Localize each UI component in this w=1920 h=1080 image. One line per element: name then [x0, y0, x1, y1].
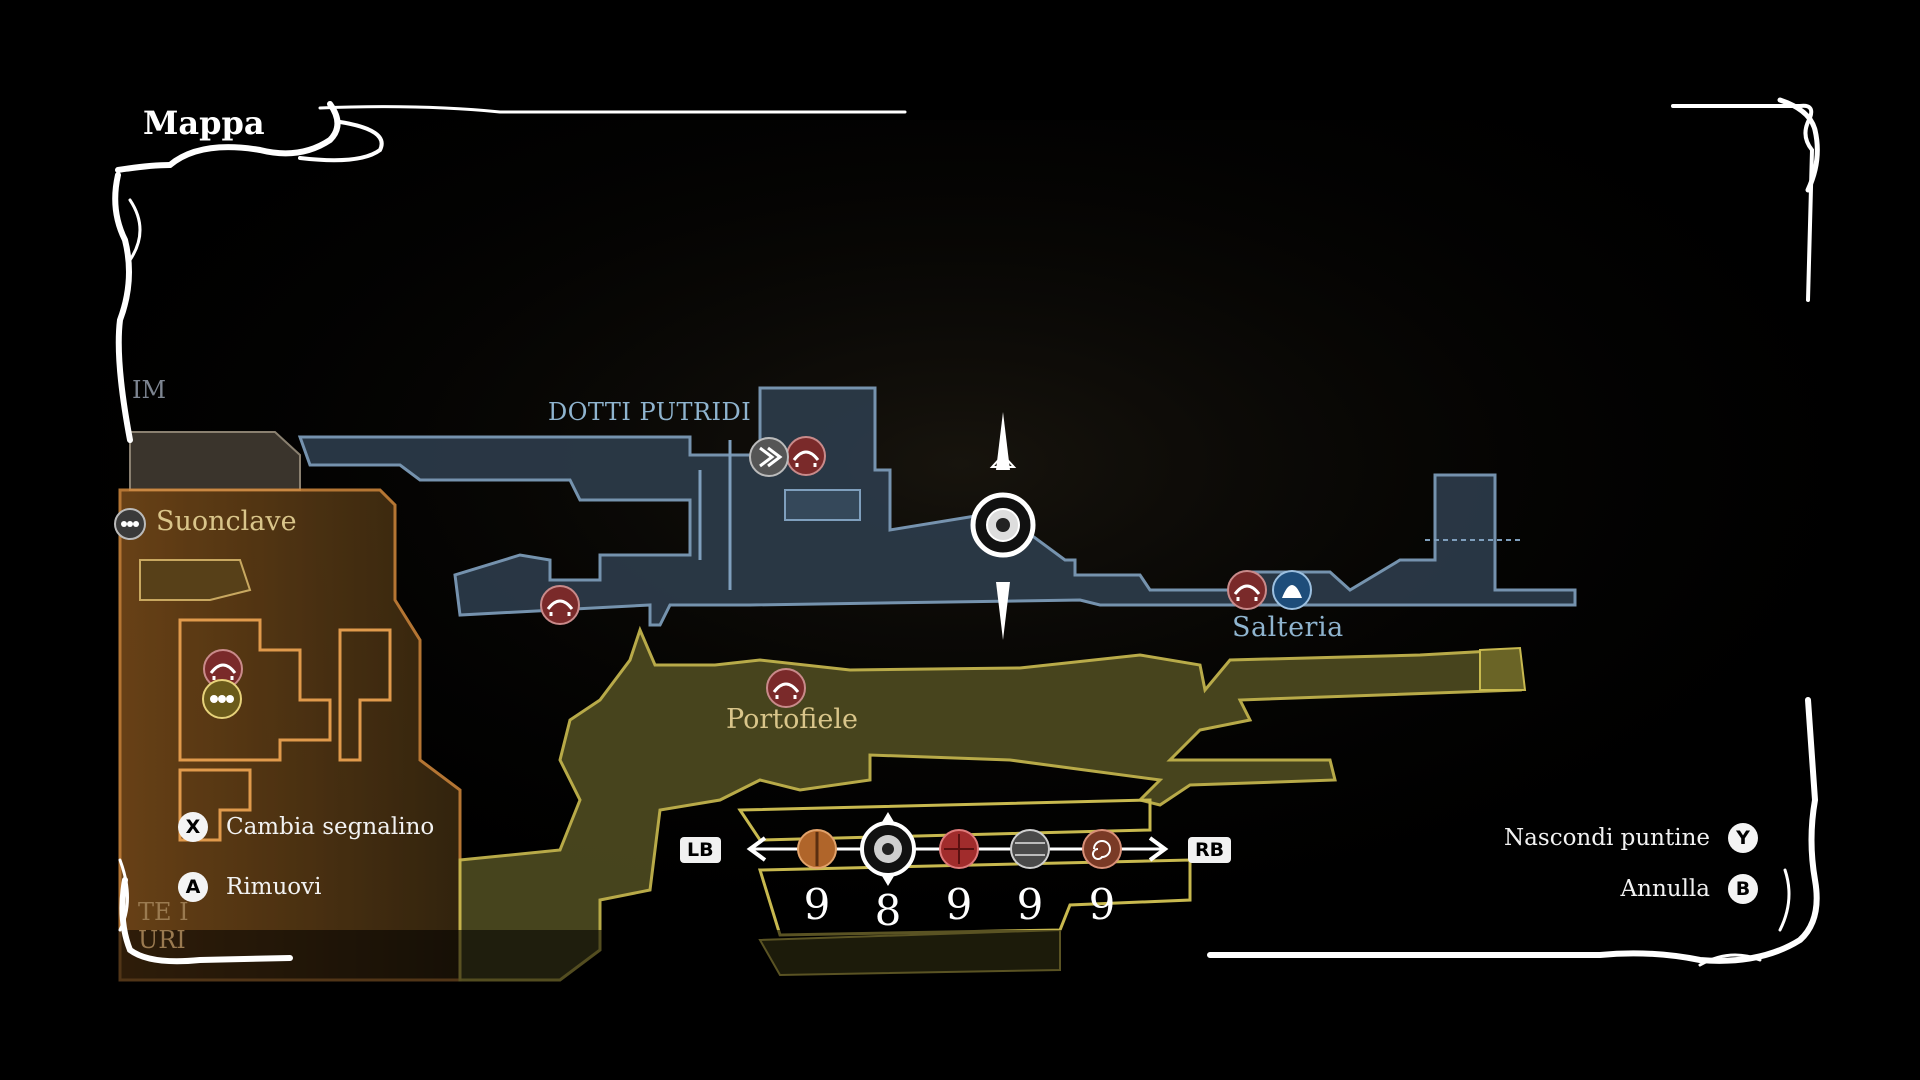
bellway-pin-icon — [114, 508, 146, 540]
red-marker-icon — [939, 829, 979, 869]
bench-pin-icon — [1227, 570, 1267, 610]
marker-count: 9 — [1088, 880, 1116, 929]
silver-marker-icon — [1010, 829, 1050, 869]
region-label-suonclave: Suonclave — [156, 506, 297, 537]
b-button-icon: B — [1728, 874, 1758, 904]
vendor-pin-icon — [1272, 570, 1312, 610]
area-tan — [129, 431, 301, 491]
bench-pin-icon — [540, 585, 580, 625]
marker-count-selected: 8 — [874, 886, 902, 935]
hint-hide-pins[interactable]: Nascondi puntine Y — [1504, 823, 1758, 853]
rb-button[interactable]: RB — [1188, 837, 1232, 863]
marker-count: 9 — [945, 880, 973, 929]
lb-button[interactable]: LB — [680, 837, 721, 863]
page-title: Mappa — [143, 104, 265, 142]
a-button-icon: A — [178, 872, 208, 902]
bench-pin-icon — [766, 668, 806, 708]
hint-cancel-label: Annulla — [1620, 876, 1710, 902]
player-compass-icon — [970, 412, 1036, 640]
region-label-portofiele: Portofiele — [726, 704, 858, 735]
x-button-icon: X — [178, 812, 208, 842]
hint-remove[interactable]: A Rimuovi — [178, 872, 322, 902]
hint-hide-pins-label: Nascondi puntine — [1504, 825, 1710, 851]
marker-count: 9 — [1016, 880, 1044, 929]
hint-remove-label: Rimuovi — [226, 874, 322, 900]
marker-count: 9 — [803, 880, 831, 929]
area-blue — [297, 386, 1577, 627]
hint-cancel[interactable]: Annulla B — [1621, 874, 1758, 904]
hint-change-marker-label: Cambia segnalino — [226, 814, 435, 840]
region-label-dotti-putridi: DOTTI PUTRIDI — [548, 398, 752, 426]
region-label-salteria: Salteria — [1232, 612, 1344, 643]
hint-change-marker[interactable]: X Cambia segnalino — [178, 812, 434, 842]
fast-travel-pin-icon — [749, 437, 789, 477]
bronze-marker-icon — [797, 829, 837, 869]
eye-marker-icon — [860, 812, 916, 886]
spiral-marker-icon — [1082, 829, 1122, 869]
y-button-icon: Y — [1728, 823, 1758, 853]
bellway-pin-icon — [202, 679, 242, 719]
